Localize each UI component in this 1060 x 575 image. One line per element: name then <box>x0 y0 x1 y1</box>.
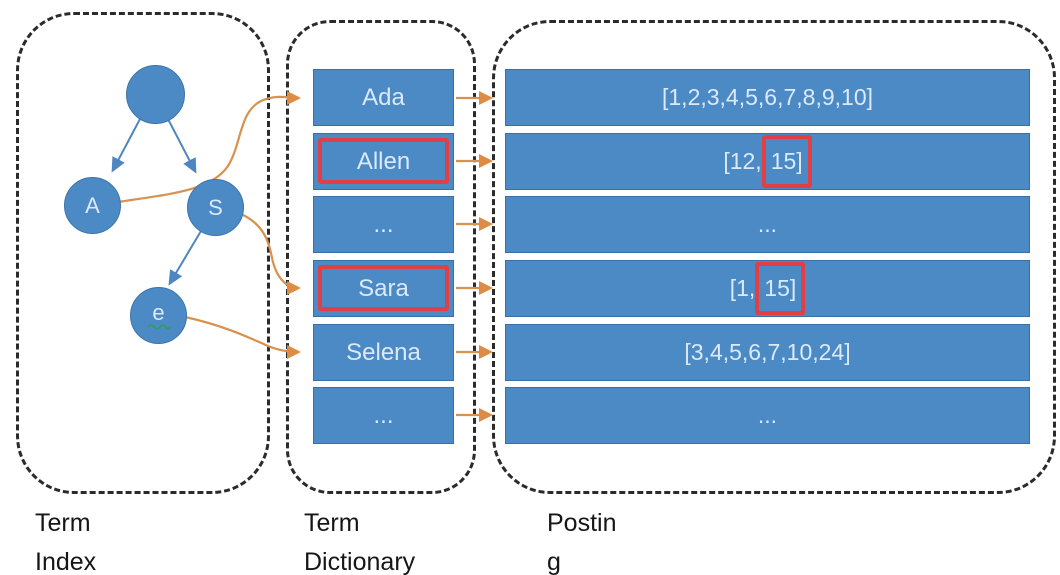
dict-row-label: Ada <box>362 83 405 111</box>
posting-row-value: [1,15] <box>729 262 806 315</box>
posting-row-value: [3,4,5,6,7,10,24] <box>684 339 851 365</box>
tree-node-s: S <box>187 179 244 236</box>
term-dictionary-label-line2: Dictionary <box>304 548 416 575</box>
posting-row-value: ... <box>757 211 778 237</box>
dict-row-ellipsis-1: ... <box>313 196 454 253</box>
tree-node-a: A <box>64 177 121 234</box>
posting-container <box>492 20 1056 494</box>
dict-row-label: ... <box>373 210 394 238</box>
posting-label: Postin g <box>547 504 616 575</box>
tree-node-e: e <box>130 287 187 344</box>
tree-node-root <box>126 65 185 124</box>
tree-node-a-label: A <box>85 192 100 218</box>
dict-row-selena: Selena <box>313 324 454 381</box>
posting-label-line1: Postin <box>547 509 617 537</box>
posting-row-ada: [1,2,3,4,5,6,7,8,9,10] <box>505 69 1030 126</box>
dict-row-sara: Sara <box>313 260 454 317</box>
posting-value-prefix: [12, <box>723 148 762 174</box>
posting-row-ellipsis-2: ... <box>505 387 1030 444</box>
dict-row-allen: Allen <box>313 133 454 190</box>
posting-row-allen: [12,15] <box>505 133 1030 190</box>
term-index-label: Term Index <box>35 504 96 575</box>
term-index-label-line2: Index <box>35 548 97 575</box>
spellcheck-squiggle-underline <box>146 323 171 330</box>
posting-row-ellipsis-1: ... <box>505 196 1030 253</box>
posting-row-value: [1,2,3,4,5,6,7,8,9,10] <box>662 84 873 110</box>
dict-row-label: Selena <box>346 338 421 366</box>
term-dictionary-label-line1: Term <box>304 509 360 537</box>
term-dictionary-label: Term Dictionary <box>304 504 415 575</box>
red-highlight-box: 15] <box>761 135 812 188</box>
posting-row-selena: [3,4,5,6,7,10,24] <box>505 324 1030 381</box>
tree-node-e-label: e <box>152 299 165 325</box>
posting-value-prefix: [1, <box>729 275 756 301</box>
dict-row-ada: Ada <box>313 69 454 126</box>
red-highlight-box: 15] <box>755 262 806 315</box>
dict-row-ellipsis-2: ... <box>313 387 454 444</box>
dict-row-label: Allen <box>356 147 411 175</box>
dict-row-label: Sara <box>358 274 409 302</box>
posting-label-line2: g <box>547 548 561 575</box>
dict-row-label: ... <box>373 401 394 429</box>
term-index-label-line1: Term <box>35 509 91 537</box>
posting-row-value: [12,15] <box>723 135 812 188</box>
posting-row-sara: [1,15] <box>505 260 1030 317</box>
tree-node-s-label: S <box>208 194 223 220</box>
posting-row-value: ... <box>757 402 778 428</box>
